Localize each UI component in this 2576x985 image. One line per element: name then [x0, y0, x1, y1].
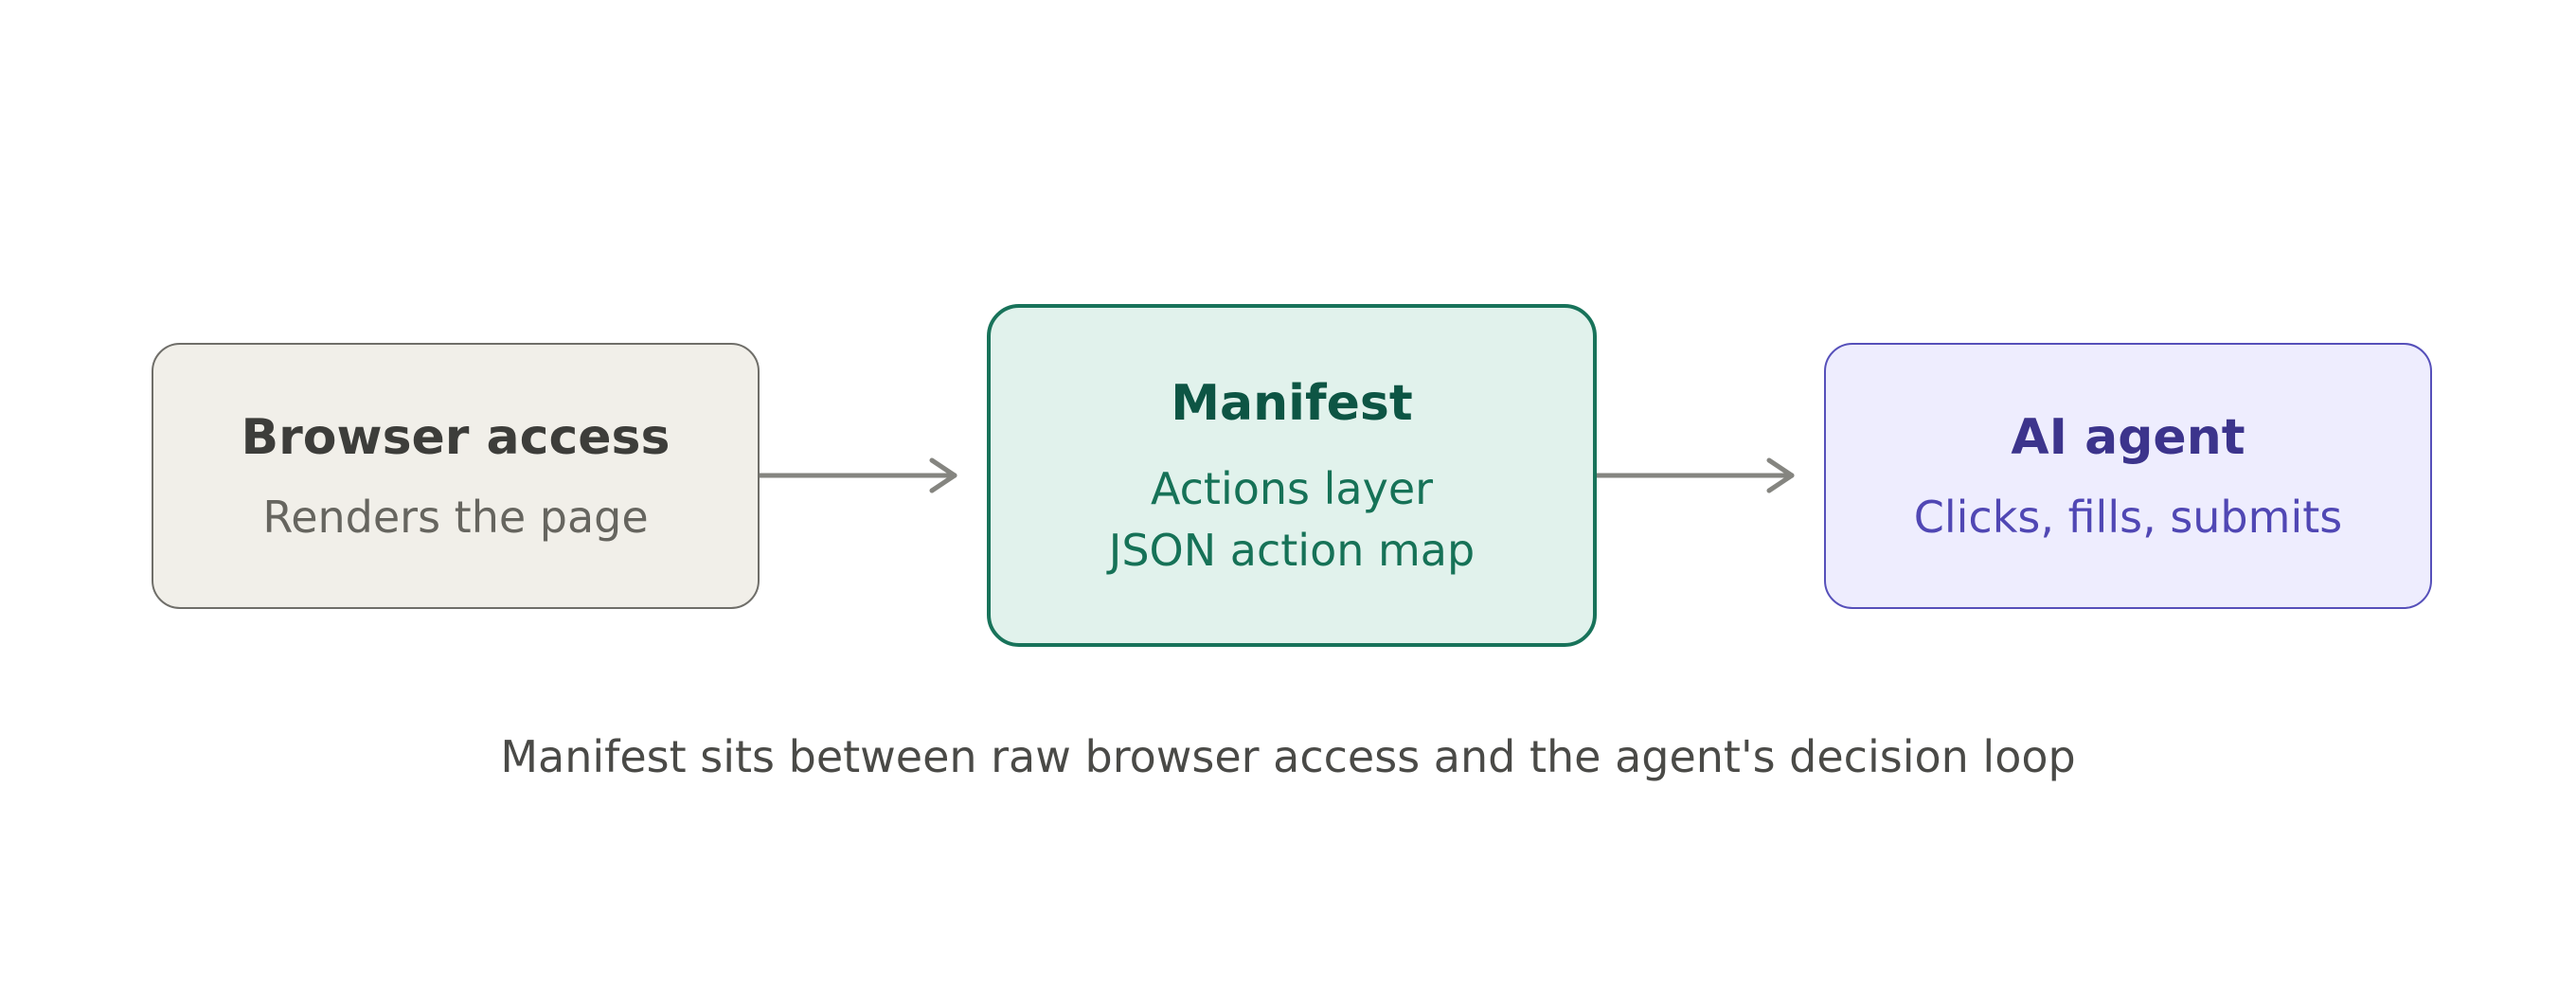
browser-access-subtitle: Renders the page [262, 492, 649, 544]
browser-access-node: Browser access Renders the page [152, 343, 760, 609]
manifest-line-1: Actions layer [1150, 463, 1434, 514]
ai-agent-title: AI agent [2011, 408, 2245, 466]
ai-agent-subtitle: Clicks, fills, submits [1913, 492, 2343, 544]
manifest-line-2: JSON action map [1108, 525, 1476, 577]
arrow-browser-to-manifest [757, 457, 957, 493]
browser-access-title: Browser access [241, 408, 671, 466]
manifest-title: Manifest [1171, 374, 1413, 432]
manifest-node: Manifest Actions layer JSON action map [987, 304, 1597, 647]
diagram-caption: Manifest sits between raw browser access… [500, 731, 2076, 782]
arrow-manifest-to-agent [1594, 457, 1795, 493]
ai-agent-node: AI agent Clicks, fills, submits [1824, 343, 2432, 609]
